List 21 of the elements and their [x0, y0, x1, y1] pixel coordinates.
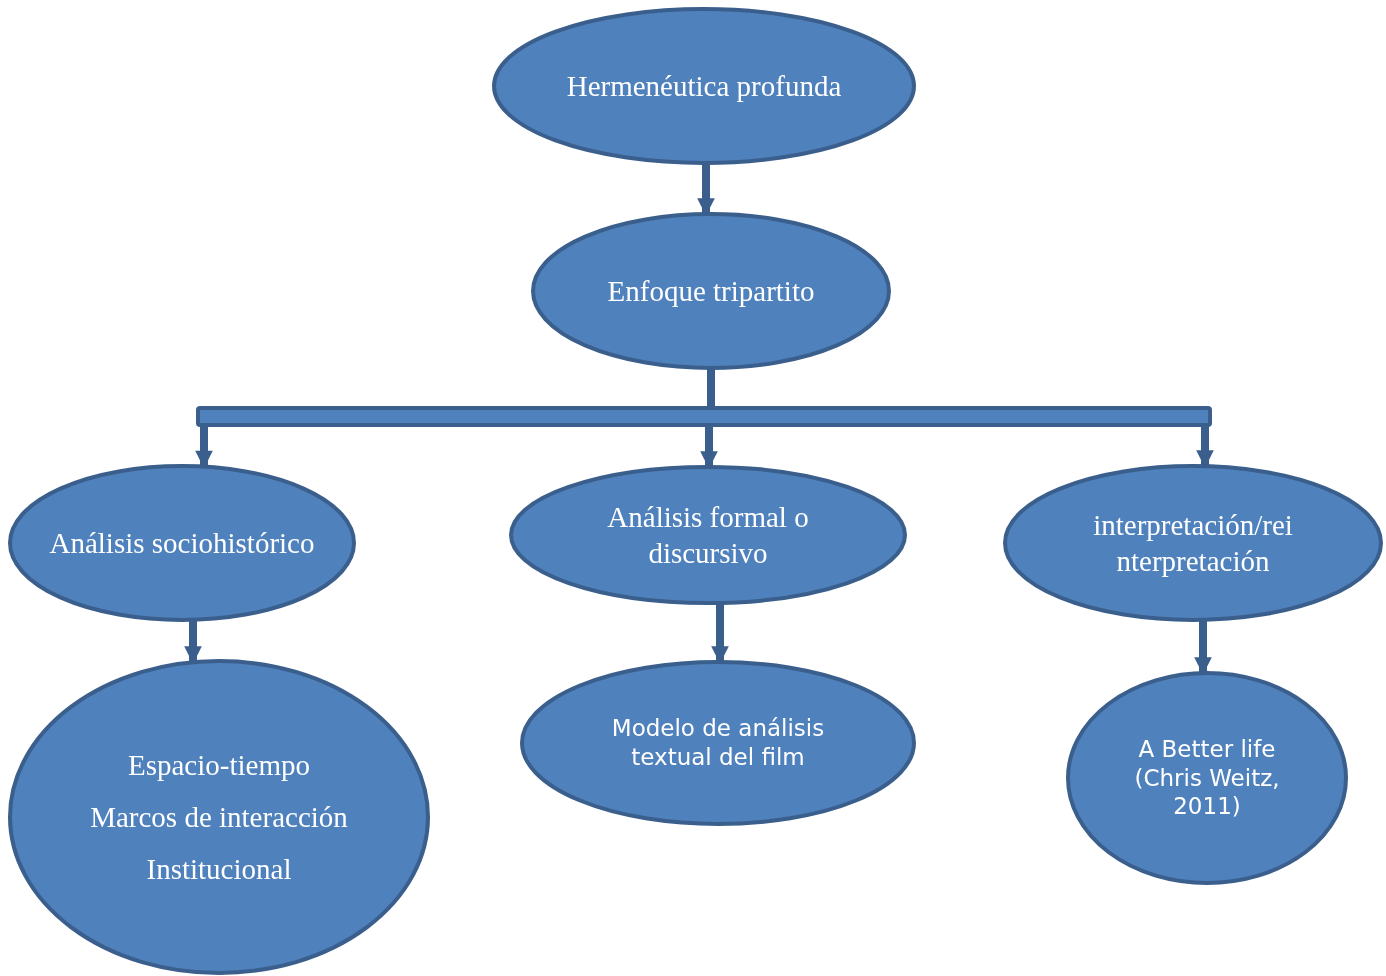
arrow — [184, 619, 202, 664]
node-label: Institucional — [146, 852, 292, 888]
node-label: Análisis formal o discursivo — [606, 499, 810, 571]
ellipse-node — [1005, 466, 1381, 620]
ellipse-node — [522, 662, 914, 824]
ellipse-node — [511, 467, 905, 603]
node-label: Modelo de análisis textual del film — [610, 714, 826, 772]
ellipse-node — [10, 661, 428, 973]
ellipse-node — [10, 466, 354, 620]
node-label: Marcos de interacción — [90, 799, 348, 835]
node-label: Análisis sociohistórico — [49, 525, 315, 561]
node-label: interpretación/rei nterpretación — [1092, 507, 1294, 579]
node-label: Espacio-tiempo — [128, 747, 310, 783]
node-label: Enfoque tripartito — [607, 273, 815, 309]
node-label: A Better life (Chris Weitz, 2011) — [1133, 734, 1281, 822]
ellipse-node — [494, 9, 914, 163]
ellipse-node — [1068, 673, 1346, 883]
connector-bar — [198, 408, 1210, 425]
node-label: Hermenéutica profunda — [566, 68, 842, 104]
connector-line — [707, 368, 715, 408]
ellipse-node — [533, 214, 889, 368]
